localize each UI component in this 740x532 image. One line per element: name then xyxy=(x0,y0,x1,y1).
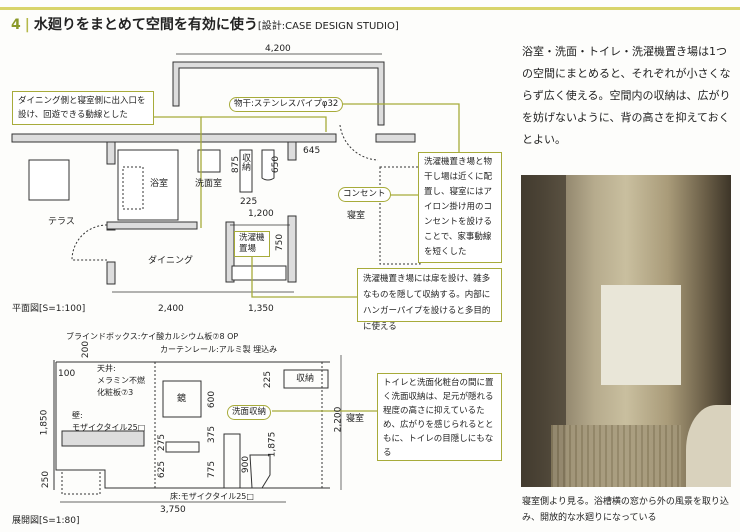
dim-275: 275 xyxy=(157,433,168,452)
dim-775: 775 xyxy=(207,460,218,479)
label-wash-storage: 洗面収納 xyxy=(227,405,272,420)
title-text: 水廻りをまとめて空間を有効に使う xyxy=(33,17,258,33)
callout-circulation: ダイニング側と寝室側に出入口を設け、回遊できる動線とした xyxy=(12,91,154,125)
dim-100: 100 xyxy=(58,369,76,379)
top-rule xyxy=(0,7,740,10)
dim-1875: 1,875 xyxy=(267,431,278,458)
label-mirror: 鏡 xyxy=(177,394,187,404)
dim-1850: 1,850 xyxy=(39,409,50,436)
dim-900: 900 xyxy=(241,455,252,474)
elevation xyxy=(53,355,342,503)
dim-645: 645 xyxy=(303,146,321,156)
dim-225: 225 xyxy=(240,197,258,207)
dim-750: 750 xyxy=(275,233,286,252)
dim-600: 600 xyxy=(207,390,218,409)
label-floor: 床:モザイクタイル25□ xyxy=(170,492,254,501)
dim-1350: 1,350 xyxy=(248,304,274,314)
dim-3750: 3,750 xyxy=(160,505,186,515)
section-number: 4 xyxy=(11,17,21,33)
dim-650: 650 xyxy=(271,155,282,174)
label-blind-box: ブラインドボックス:ケイ酸カルシウム板⑦8 OP xyxy=(66,332,239,341)
label-bedroom-elev: 寝室 xyxy=(346,414,365,424)
label-outlet: コンセント xyxy=(338,187,391,202)
elevation-caption: 展開図[S=1:80] xyxy=(12,516,80,526)
photo-caption: 寝室側より見る。浴槽横の窓から外の風景を取り込み、開放的な水廻りになっている xyxy=(522,497,729,523)
dim-4200: 4,200 xyxy=(265,44,291,54)
callout-laundry-line: 洗濯機置き場と物干し場は近くに配置し、寝室にはアイロン掛け用のコンセントを設ける… xyxy=(418,152,502,263)
dim-225-elev: 225 xyxy=(263,370,274,389)
label-ceiling: 天井: メラミン不燃 化粧板⑦3 xyxy=(97,364,145,397)
callout-laundry-door: 洗濯機置き場には扉を設け、雑多なものを隠して収納する。内部にハンガーパイプを設け… xyxy=(357,268,502,332)
dim-2200: 2,200 xyxy=(333,406,344,433)
plan-caption: 平面図[S=1:100] xyxy=(12,304,86,314)
dim-2400: 2,400 xyxy=(158,304,184,314)
label-wall: 壁: モザイクタイル25□ xyxy=(72,411,146,432)
dim-875: 875 xyxy=(231,155,242,174)
dim-200: 200 xyxy=(81,340,92,359)
design-credit: [設計:CASE DESIGN STUDIO] xyxy=(257,21,399,32)
label-washer-space: 洗濯機 置場 xyxy=(234,231,270,257)
label-curtain-rail: カーテンレール:アルミ製 埋込み xyxy=(160,345,278,354)
room-bath: 浴室 xyxy=(150,179,169,189)
room-terrace: テラス xyxy=(48,217,75,227)
dim-250: 250 xyxy=(41,470,52,489)
room-storage: 収納 xyxy=(242,154,252,173)
callout-wash-storage: トイレと洗面化粧台の間に置く洗面収納は、足元が隠れる程度の高さに抑えているため、… xyxy=(377,373,502,461)
dim-375: 375 xyxy=(207,425,218,444)
room-dining: ダイニング xyxy=(148,256,194,266)
room-washroom: 洗面室 xyxy=(195,179,223,189)
dim-625: 625 xyxy=(157,460,168,479)
floor-plan xyxy=(11,53,421,293)
label-storage-elev: 収納 xyxy=(296,374,315,384)
article-body: 浴室・洗面・トイレ・洗濯機置き場は1つの空間にまとめると、それぞれが小さくならず… xyxy=(522,45,731,146)
page-title: 4|水廻りをまとめて空間を有効に使う[設計:CASE DESIGN STUDIO… xyxy=(11,17,399,33)
room-bedroom: 寝室 xyxy=(347,211,366,221)
dim-1200: 1,200 xyxy=(248,209,274,219)
label-drying-pipe: 物干:ステンレスパイプφ32 xyxy=(229,97,344,112)
leader-lines xyxy=(153,103,460,412)
bathroom-photo xyxy=(521,175,731,487)
